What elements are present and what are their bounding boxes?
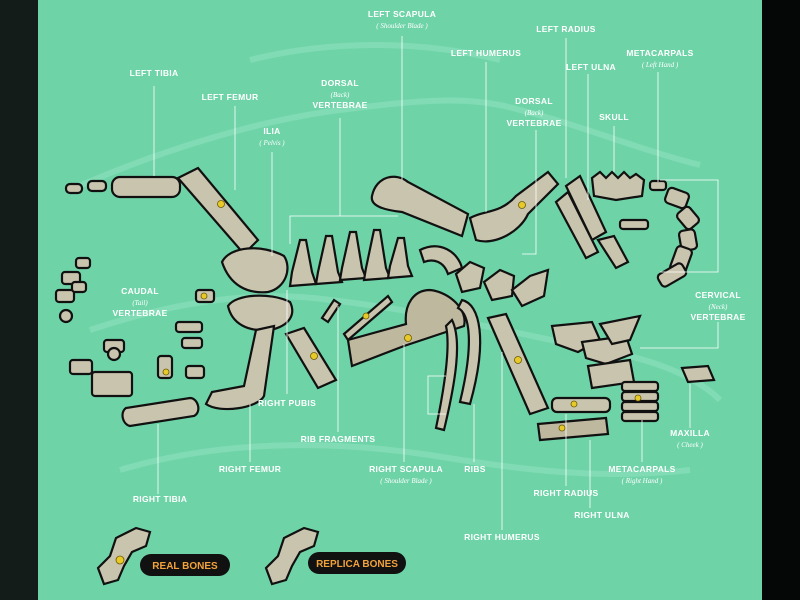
bones — [54, 166, 716, 442]
label-right-scapula: RIGHT SCAPULA — [369, 464, 443, 474]
right-radius-bone — [550, 396, 612, 414]
right-ulna-bone — [536, 416, 610, 442]
left-femur-bone — [176, 166, 260, 256]
legend-replica-pill — [308, 552, 406, 574]
label-metacarpals-right-sub: ( Right Hand ) — [622, 477, 663, 485]
label-metacarpals-left-sub: ( Left Hand ) — [642, 61, 679, 69]
right-pubis-bone — [284, 326, 338, 390]
label-rib-fragments: RIB FRAGMENTS — [301, 434, 376, 444]
label-cervical-sub: (Neck) — [709, 303, 728, 311]
legend-real-bones: REAL BONES — [96, 526, 230, 586]
label-left-ulna: LEFT ULNA — [566, 62, 616, 72]
real-bone-marker — [217, 200, 225, 208]
label-ribs: RIBS — [464, 464, 486, 474]
label-dorsal-2-2: VERTEBRAE — [506, 118, 561, 128]
real-bone-marker — [200, 292, 208, 300]
real-bone-marker — [634, 394, 642, 402]
label-ilia-sub: ( Pelvis ) — [259, 139, 285, 147]
label-dorsal-2-1: DORSAL — [515, 96, 553, 106]
dorsal-vertebrae-bones — [288, 228, 414, 288]
label-dorsal-2-sub: (Back) — [525, 109, 544, 117]
label-dorsal-vertebrae-2: VERTEBRAE — [312, 100, 367, 110]
label-left-scapula: LEFT SCAPULA — [368, 9, 436, 19]
real-bone-marker — [518, 201, 526, 209]
display-board — [38, 0, 762, 600]
label-metacarpals-right: METACARPALS — [608, 464, 675, 474]
label-right-femur: RIGHT FEMUR — [219, 464, 281, 474]
label-left-scapula-sub: ( Shoulder Blade ) — [376, 22, 428, 30]
label-left-humerus: LEFT HUMERUS — [451, 48, 521, 58]
left-radius-ulna-bones — [554, 174, 608, 260]
label-cervical-1: CERVICAL — [695, 290, 741, 300]
label-left-radius: LEFT RADIUS — [536, 24, 596, 34]
right-metacarpals-bones — [620, 380, 660, 423]
legend-replica-label: REPLICA BONES — [316, 559, 398, 570]
right-scapula-bone — [346, 288, 466, 368]
cervical-vertebrae-bones — [550, 314, 642, 390]
real-bone-marker — [514, 356, 522, 364]
maxilla-bone — [680, 364, 716, 384]
label-right-tibia: RIGHT TIBIA — [133, 494, 187, 504]
real-bone-marker — [162, 368, 170, 376]
real-bone-marker — [570, 400, 578, 408]
label-ilia: ILIA — [263, 126, 280, 136]
label-caudal-2: VERTEBRAE — [112, 308, 167, 318]
ribs-bones — [434, 298, 482, 432]
real-bone-marker — [362, 312, 370, 320]
skull-bone — [590, 170, 668, 231]
real-bone-marker — [558, 424, 566, 432]
right-tibia-bone — [121, 396, 200, 428]
label-metacarpals-left: METACARPALS — [626, 48, 693, 58]
legend-replica-bone-icon — [264, 526, 320, 586]
left-humerus-bone — [468, 170, 560, 243]
rib-fragments-bones — [320, 294, 394, 342]
label-caudal-sub: (Tail) — [132, 299, 148, 307]
label-caudal-1: CAUDAL — [121, 286, 159, 296]
right-femur-bone — [204, 324, 276, 411]
label-maxilla: MAXILLA — [670, 428, 710, 438]
label-right-humerus: RIGHT HUMERUS — [464, 532, 540, 542]
caudal-vertebrae-bones — [54, 256, 216, 398]
left-metacarpals-bones — [596, 186, 701, 288]
legend-real-label: REAL BONES — [152, 561, 218, 572]
label-cervical-2: VERTEBRAE — [690, 312, 745, 322]
label-left-tibia: LEFT TIBIA — [130, 68, 179, 78]
legend-replica-bones: REPLICA BONES — [264, 526, 406, 586]
legend: REAL BONES REPLICA BONES — [96, 526, 406, 586]
real-bone-marker — [404, 334, 412, 342]
leader-lines — [153, 36, 719, 530]
label-dorsal-vertebrae-1: DORSAL — [321, 78, 359, 88]
label-maxilla-sub: ( Cheek ) — [677, 441, 703, 449]
label-right-pubis: RIGHT PUBIS — [258, 398, 316, 408]
legend-real-marker — [115, 555, 125, 565]
real-bone-marker — [310, 352, 318, 360]
labels: LEFT TIBIA LEFT FEMUR ILIA ( Pelvis ) DO… — [112, 9, 745, 542]
label-left-femur: LEFT FEMUR — [202, 92, 259, 102]
legend-real-bone-icon — [96, 526, 152, 586]
dorsal-vertebrae-bones-2 — [418, 245, 550, 308]
frame-left-edge — [0, 0, 38, 600]
left-scapula-bone — [370, 175, 470, 238]
label-right-radius: RIGHT RADIUS — [534, 488, 599, 498]
left-tibia-bone — [64, 175, 182, 199]
label-skull: SKULL — [599, 112, 629, 122]
frame-right-edge — [762, 0, 800, 600]
legend-real-pill — [140, 554, 230, 576]
label-right-ulna: RIGHT ULNA — [574, 510, 629, 520]
label-right-scapula-sub: ( Shoulder Blade ) — [380, 477, 432, 485]
ilia-bone — [220, 247, 294, 332]
right-humerus-bone — [486, 312, 550, 416]
label-dorsal-vertebrae-sub: (Back) — [331, 91, 350, 99]
